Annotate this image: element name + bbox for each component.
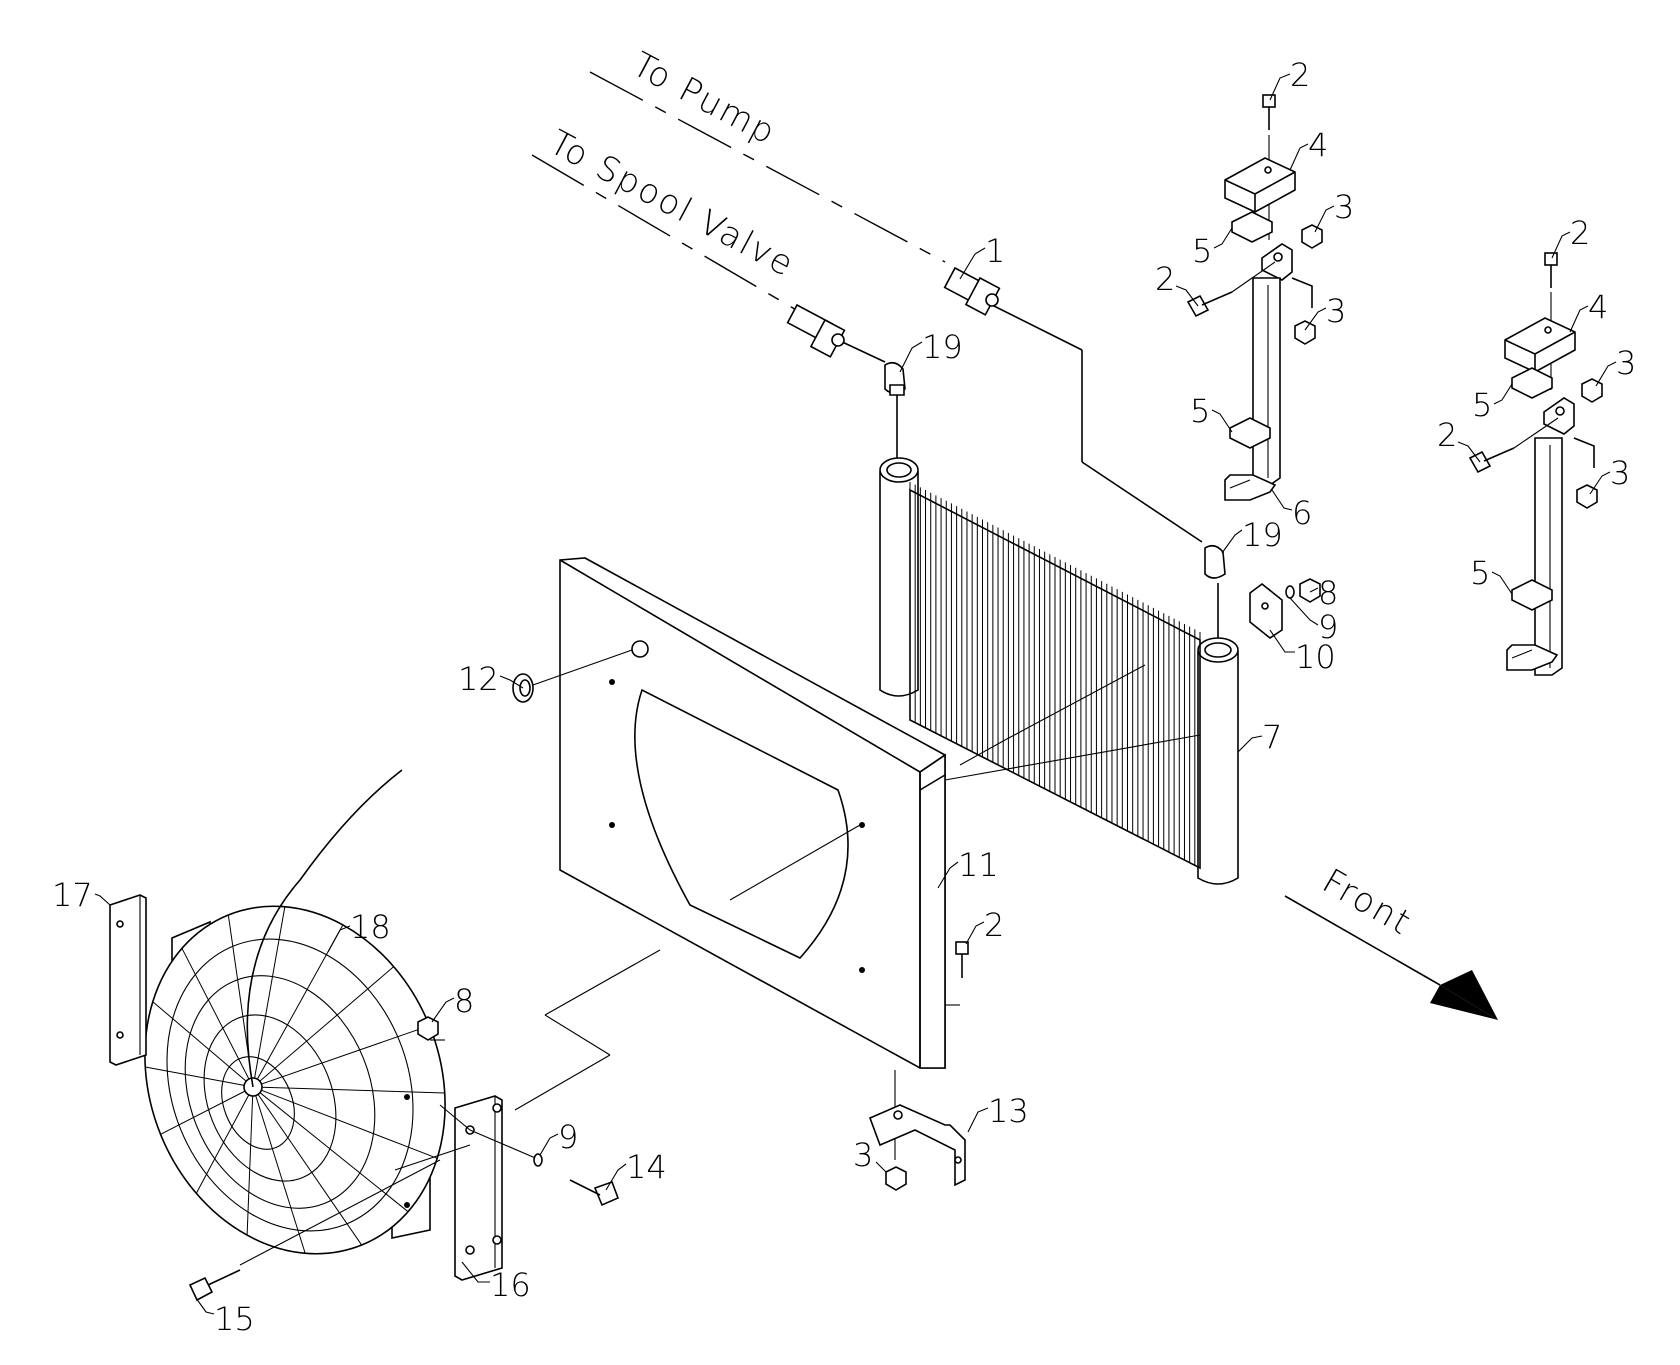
callout-12: 12 xyxy=(458,660,499,698)
electric-fan-part-18 xyxy=(144,769,446,1255)
fan-guard-spoke xyxy=(195,1086,254,1194)
callout-4-bracket-b: 4 xyxy=(1588,288,1608,326)
callout-8-upper: 8 xyxy=(1318,574,1338,612)
callout-3-bracket-a-upper: 3 xyxy=(1334,188,1354,226)
fan-guard-spoke xyxy=(252,966,395,1088)
pipe-guide-lines xyxy=(531,71,1219,640)
callout-3-bracket-b-upper: 3 xyxy=(1616,344,1636,382)
fan-guard-spoke xyxy=(160,1086,254,1135)
washer-part-9-upper xyxy=(1285,585,1295,599)
bolt-part-2-shroud xyxy=(955,941,969,978)
fan-guard-spoke xyxy=(252,1086,438,1159)
nut-part-8-upper xyxy=(1299,578,1321,603)
bracket-part-13 xyxy=(868,1104,966,1187)
callout-1: 1 xyxy=(985,232,1005,270)
cooler-fins xyxy=(909,482,1201,868)
fan-guard-spoke xyxy=(181,948,254,1088)
callout-6: 6 xyxy=(1292,494,1312,532)
hanger-bracket-assembly-a xyxy=(1186,94,1323,501)
callout-15: 15 xyxy=(214,1300,255,1338)
callout-5-bracket-a-upper: 5 xyxy=(1192,232,1212,270)
callout-10: 10 xyxy=(1295,638,1336,676)
callout-13: 13 xyxy=(988,1092,1029,1130)
nut-part-3-lower xyxy=(885,1166,907,1191)
callout-11: 11 xyxy=(958,846,999,884)
fan-connection-lines xyxy=(239,949,896,1266)
nut-part-8-lower xyxy=(417,1016,439,1041)
callout-5-bracket-b-lower: 5 xyxy=(1470,554,1490,592)
washer-part-9-lower xyxy=(533,1153,543,1167)
fan-guard-spoke xyxy=(252,1086,306,1254)
fan-guard-spoke xyxy=(145,1066,254,1088)
callout-14: 14 xyxy=(626,1148,667,1186)
fan-guard-spoke xyxy=(152,1001,254,1088)
callout-3-bracket-b-lower: 3 xyxy=(1610,454,1630,492)
fan-bracket-part-16 xyxy=(454,1095,503,1281)
fan-guard-spoke xyxy=(246,1086,254,1236)
hanger-bracket-assembly-b xyxy=(1468,252,1603,676)
pump-fitting-part-1 xyxy=(943,266,1001,316)
callout-16: 16 xyxy=(490,1266,531,1304)
callout-5-bracket-a-lower: 5 xyxy=(1190,392,1210,430)
callout-9-upper: 9 xyxy=(1318,608,1338,646)
fan-guard-spoke xyxy=(252,1025,430,1088)
callout-5-bracket-b-upper: 5 xyxy=(1472,386,1492,424)
mount-plate-part-10 xyxy=(1249,582,1283,639)
spool-fitting xyxy=(786,303,846,358)
callout-4-bracket-a: 4 xyxy=(1308,126,1328,164)
fan-bracket-part-17 xyxy=(109,894,147,1066)
callout-2-shroud: 2 xyxy=(984,906,1004,944)
to-pump-label: To Pump xyxy=(626,45,783,154)
callout-leaders xyxy=(94,73,1617,1315)
callout-19-bottom: 19 xyxy=(1242,516,1283,554)
fan-shroud-part-11 xyxy=(559,557,1201,1069)
callout-18: 18 xyxy=(350,908,391,946)
callout-2-bracket-a-top: 2 xyxy=(1290,56,1310,94)
fan-guard-spoke xyxy=(252,906,286,1088)
fan-guard-spoke xyxy=(252,1086,445,1094)
callout-9-lower: 9 xyxy=(558,1118,578,1156)
fan-guard-spoke xyxy=(252,1086,363,1246)
elbow-fitting-part-19-top xyxy=(884,361,906,396)
oil-cooler-core-part-7 xyxy=(879,457,1239,885)
callout-8-lower: 8 xyxy=(454,982,474,1020)
callout-7: 7 xyxy=(1262,718,1282,756)
callout-2-bracket-a-side: 2 xyxy=(1155,260,1175,298)
front-direction-arrow xyxy=(1284,895,1498,1020)
bolt-part-14 xyxy=(569,1179,620,1207)
callout-17: 17 xyxy=(52,876,93,914)
elbow-fitting-part-19-bottom xyxy=(1204,544,1226,579)
callout-2-bracket-b-top: 2 xyxy=(1570,214,1590,252)
callout-3-bracket-a-lower: 3 xyxy=(1326,292,1346,330)
front-label: Front xyxy=(1316,861,1419,944)
callout-19-top: 19 xyxy=(922,328,963,366)
callout-numbers: 1 19 19 8 9 10 7 11 12 13 3 2 14 9 8 18 … xyxy=(52,56,1636,1338)
bolt-part-15 xyxy=(188,1269,241,1302)
callout-2-bracket-b-side: 2 xyxy=(1437,416,1457,454)
callout-3-lower: 3 xyxy=(853,1136,873,1174)
